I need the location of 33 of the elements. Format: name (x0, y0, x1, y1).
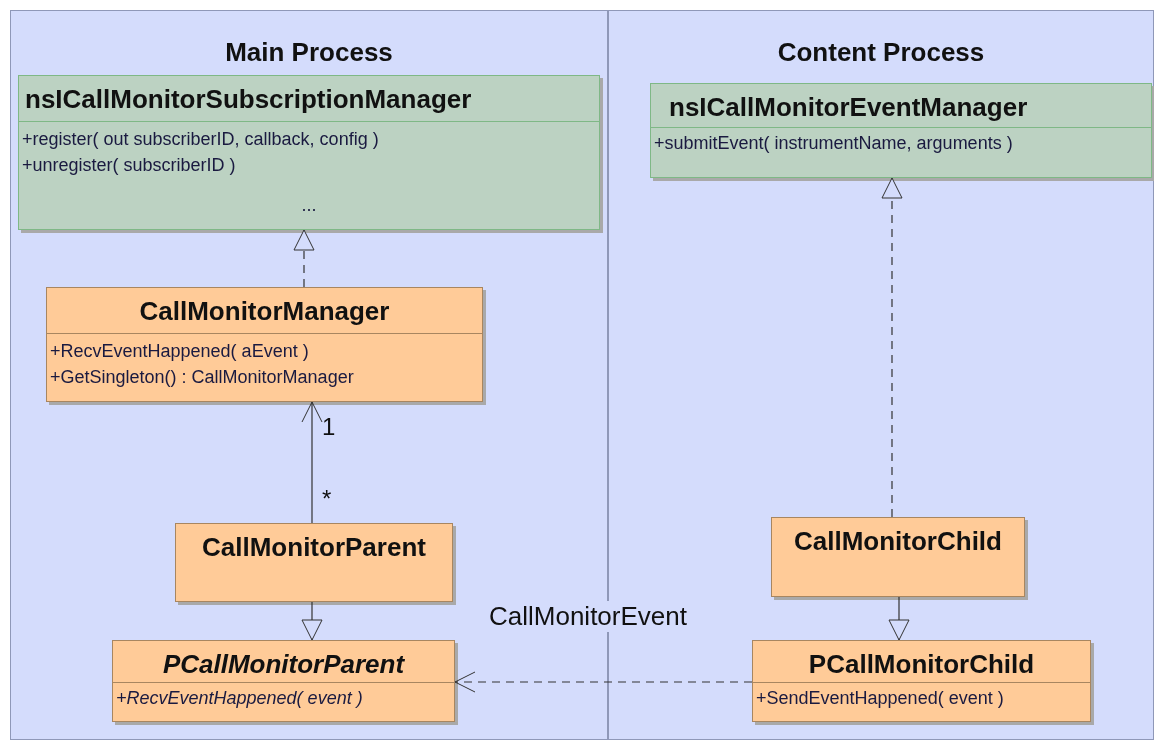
method-text: ... (301, 195, 317, 215)
class-box (112, 640, 455, 722)
class-box (175, 523, 453, 602)
arrow (454, 671, 753, 693)
class-box (46, 287, 483, 402)
arrow (301, 601, 323, 641)
method-text: +SendEventHappened( event ) (756, 688, 1004, 708)
multiplicity-label: * (322, 485, 332, 513)
class-box (771, 517, 1025, 597)
class-name: nsICallMonitorEventManager (669, 92, 1028, 122)
swimlane-title: Content Process (776, 37, 986, 68)
method-text: +GetSingleton() : CallMonitorManager (50, 367, 354, 387)
class-name: CallMonitorChild (794, 526, 1002, 556)
method-text: +unregister( subscriberID ) (22, 155, 236, 175)
class-box (650, 83, 1152, 178)
class-name: CallMonitorManager (139, 296, 390, 326)
class-name: nsICallMonitorSubscriptionManager (25, 84, 472, 114)
multiplicity-label: 1 (322, 413, 336, 441)
class-name: PCallMonitorParent (162, 649, 405, 679)
class-box (18, 75, 600, 230)
arrow (888, 596, 910, 641)
arrow (301, 401, 323, 524)
class-name: PCallMonitorChild (808, 649, 1035, 679)
class-box (752, 640, 1091, 722)
method-text: +RecvEventHappened( event ) (116, 688, 363, 708)
arrow (293, 229, 315, 288)
class-name: CallMonitorParent (202, 532, 426, 562)
method-text: +submitEvent( instrumentName, arguments ) (654, 133, 1013, 153)
method-text: +RecvEventHappened( aEvent ) (50, 341, 309, 361)
edge-label: CallMonitorEvent (487, 601, 689, 632)
swimlane-title: Main Process (224, 37, 394, 68)
method-text: +register( out subscriberID, callback, config ) (22, 129, 379, 149)
arrow (881, 177, 903, 518)
